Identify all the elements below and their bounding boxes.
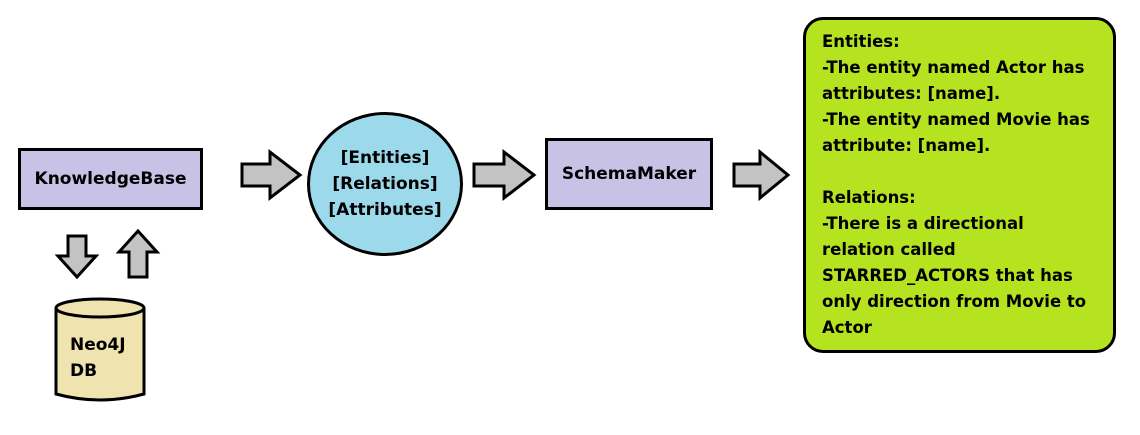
arrow-kb-to-db [54,234,100,280]
output-line: attributes: [name]. [822,84,1001,103]
schema-items-circle: [Entities] [Relations] [Attributes] [307,112,463,256]
arrow-maker-to-output [732,148,791,202]
output-line: attribute: [name]. [822,136,991,155]
output-line: Entities: [822,32,900,51]
output-line: relation called [822,240,956,259]
output-line: -The entity named Movie has [822,110,1090,129]
database-label-line1: Neo4J [70,335,126,355]
arrow-db-to-kb [115,228,161,279]
schema-item-relations: [Relations] [332,174,438,194]
output-line: Actor [822,318,872,337]
schema-item-entities: [Entities] [340,148,430,168]
schema-item-attributes: [Attributes] [328,200,442,220]
database-label-line2: DB [70,361,98,381]
arrow-schema-to-maker [472,148,537,202]
output-line: -There is a directional [822,214,1024,233]
knowledge-base-box: KnowledgeBase [18,148,203,210]
output-line: STARRED_ACTORS that has [822,266,1073,285]
output-line: Relations: [822,188,916,207]
output-panel: Entities: -The entity named Actor has at… [803,17,1116,353]
database-cylinder-icon [54,297,146,402]
output-line-blank [822,159,1107,185]
schema-maker-box: SchemaMaker [545,138,713,210]
output-line: only direction from Movie to [822,292,1087,311]
database-label: Neo4J DB [70,332,126,384]
schema-maker-label: SchemaMaker [561,164,697,184]
output-line: -The entity named Actor has [822,58,1085,77]
knowledge-base-label: KnowledgeBase [34,169,187,189]
arrow-kb-to-schema [240,148,303,202]
